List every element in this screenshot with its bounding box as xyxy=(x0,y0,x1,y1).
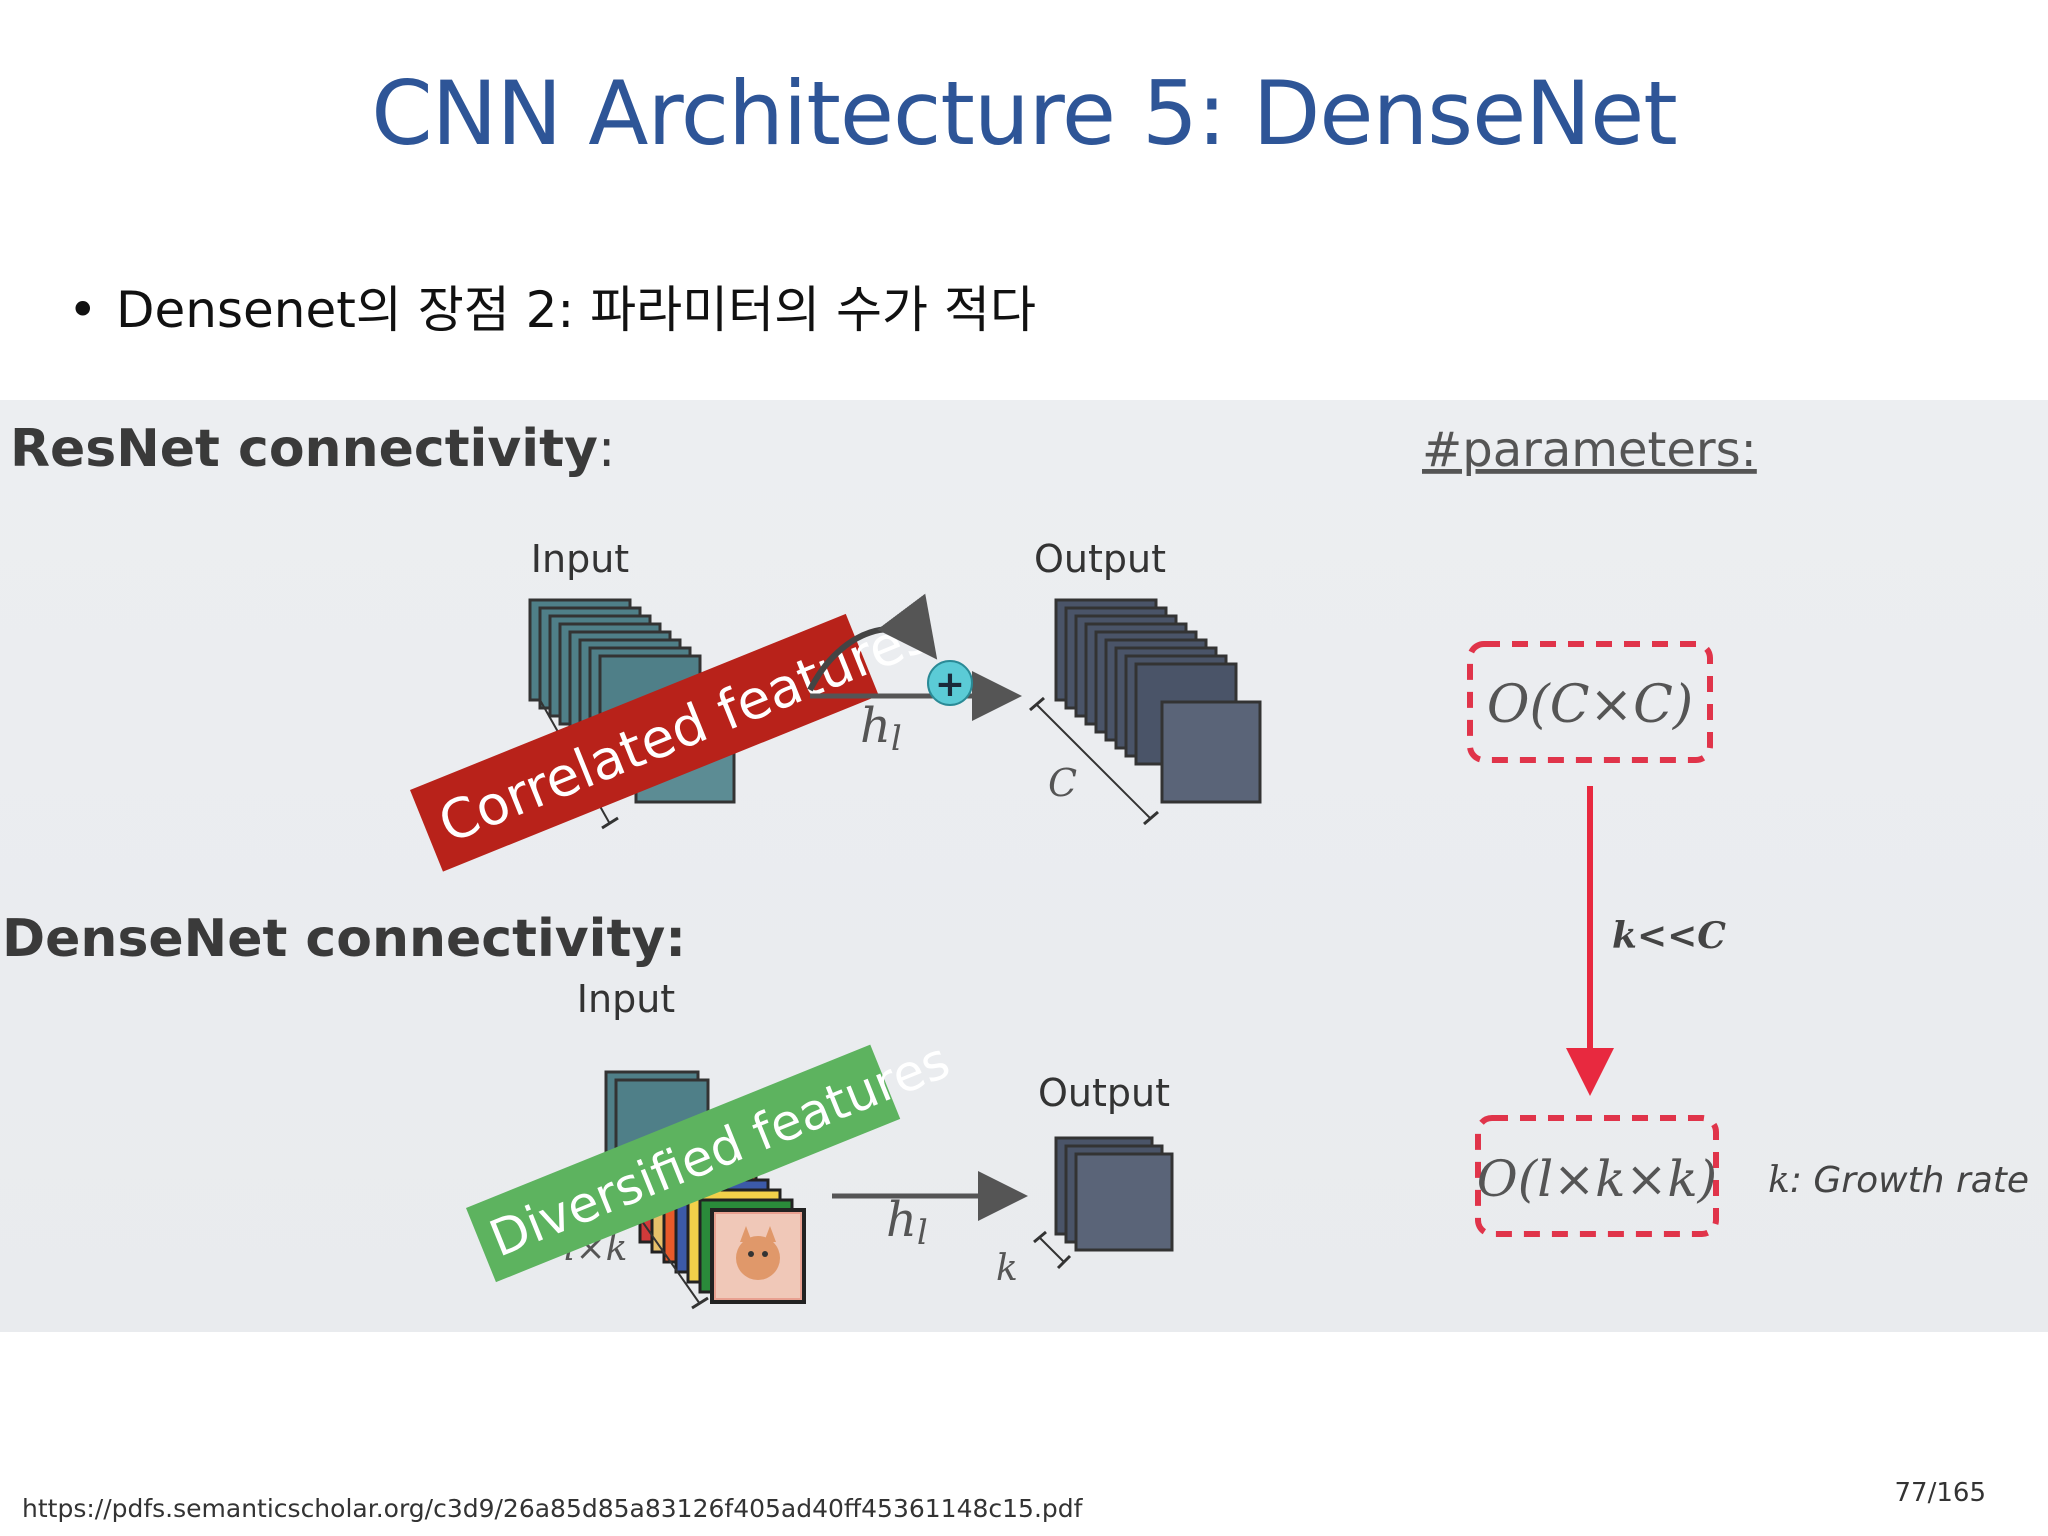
parameters-heading: #parameters: xyxy=(1422,422,1757,478)
complexity-densenet: O(l×k×k) xyxy=(1477,1150,1717,1208)
source-link[interactable]: https://pdfs.semanticscholar.org/c3d9/26… xyxy=(22,1494,1083,1523)
growth-rate-label: k: Growth rate xyxy=(1768,1160,2029,1201)
resnet-c-output-line xyxy=(1035,703,1151,819)
slide-title: CNN Architecture 5: DenseNet xyxy=(371,62,1678,165)
bullet-text: Densenet의 장점 2: 파라미터의 수가 적다 xyxy=(116,281,1036,339)
bullet-marker: • xyxy=(68,281,98,339)
resnet-c-output: C xyxy=(1048,761,1077,805)
page-number: 77/165 xyxy=(1894,1478,1986,1508)
densenet-input-label: Input xyxy=(577,977,675,1021)
kitten-image-icon xyxy=(716,1214,800,1298)
resnet-output-stack xyxy=(1054,598,1262,804)
densenet-h-label: hl xyxy=(886,1192,928,1253)
densenet-figure: ResNet connectivity: DenseNet connectivi… xyxy=(0,400,2048,1332)
skip-connection-curve xyxy=(807,593,938,692)
k-less-than-c: k<<C xyxy=(1612,915,1726,957)
plus-symbol: + xyxy=(935,664,965,705)
k-label: k xyxy=(996,1248,1018,1289)
resnet-input-label: Input xyxy=(531,537,629,581)
plus-circle xyxy=(927,660,973,706)
figure-svg: ResNet connectivity: DenseNet connectivi… xyxy=(2,419,2029,1310)
complexity-resnet: O(C×C) xyxy=(1487,675,1693,735)
densenet-complexity-box xyxy=(1475,1115,1719,1237)
resnet-complexity-box xyxy=(1467,641,1713,763)
densenet-heading: DenseNet connectivity: xyxy=(2,909,686,969)
densenet-output-label: Output xyxy=(1038,1071,1170,1115)
bullet-point: • Densenet의 장점 2: 파라미터의 수가 적다 xyxy=(68,270,1036,342)
resnet-output-label: Output xyxy=(1034,537,1166,581)
resnet-heading: ResNet connectivity: xyxy=(10,419,615,479)
resnet-h-label: hl xyxy=(860,698,902,759)
k-dimension-line xyxy=(1039,1237,1065,1263)
densenet-output-stack xyxy=(1054,1136,1174,1252)
